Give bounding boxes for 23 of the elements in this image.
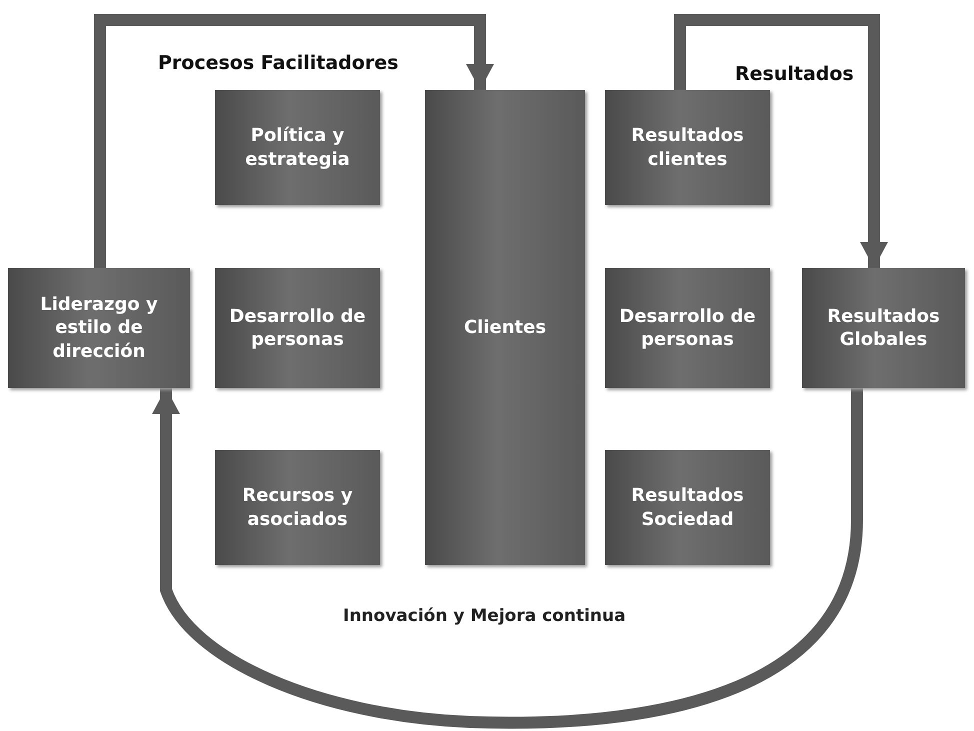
process-box — [8, 268, 190, 388]
box-label: Clientes — [464, 316, 546, 340]
box-label: Resultados clientes — [630, 124, 745, 171]
box-label: Resultados Globales — [826, 304, 941, 352]
process-box — [215, 450, 380, 565]
box-label: Desarrollo de personas — [618, 304, 757, 352]
process-box — [215, 90, 380, 205]
arrow — [94, 14, 494, 268]
section-heading: Procesos Facilitadores — [158, 52, 398, 74]
box-label: Recursos y asociados — [241, 484, 354, 531]
box-label: Liderazgo y estilo de dirección — [39, 292, 159, 364]
process-box — [802, 268, 965, 388]
box-label: Desarrollo de personas — [228, 304, 367, 352]
box-label: Política y estrategia — [244, 124, 351, 171]
arrow — [674, 14, 888, 268]
process-box — [215, 268, 380, 388]
process-box — [605, 90, 770, 205]
box-label: Resultados Sociedad — [630, 484, 745, 531]
process-box — [425, 90, 585, 565]
arrow — [152, 388, 863, 729]
section-heading: Resultados — [735, 63, 854, 85]
process-box — [605, 268, 770, 388]
process-box — [605, 450, 770, 565]
